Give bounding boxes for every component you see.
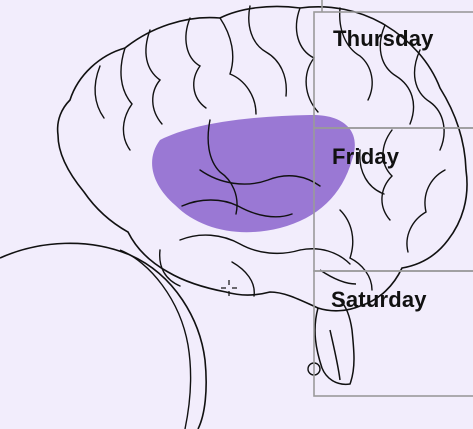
day-label-friday[interactable]: Friday	[332, 144, 399, 170]
day-grid	[314, 0, 473, 396]
day-label-thursday[interactable]: Thursday	[333, 26, 434, 52]
day-label-saturday[interactable]: Saturday	[331, 287, 427, 313]
neck-outline	[120, 250, 191, 429]
highlight-region	[152, 115, 355, 232]
shoulder-outline	[0, 243, 206, 429]
